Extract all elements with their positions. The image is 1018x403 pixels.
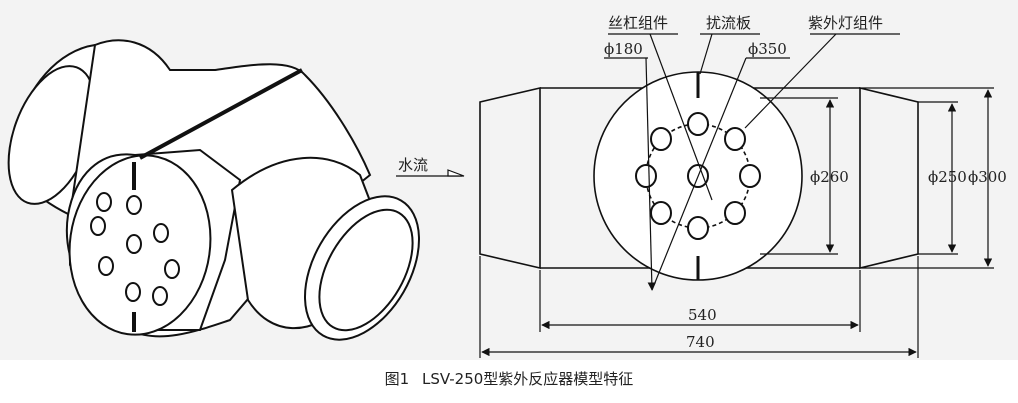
hole-icon: [125, 282, 141, 302]
hole-icon: [724, 201, 746, 225]
label-uv-lamp: 紫外灯组件: [808, 14, 883, 32]
right-cylinder-inner: [318, 208, 414, 332]
dim-label-540: 540: [688, 306, 717, 324]
hole-icon: [126, 195, 142, 215]
dim-label-740: 740: [686, 333, 715, 351]
leader-silk-bar: [649, 33, 713, 201]
hole-icon: [650, 201, 672, 225]
split-line-top: [139, 68, 303, 160]
dim-line-d350: [651, 57, 747, 291]
dim-label-d350: ϕ350: [748, 40, 787, 58]
arrow-right-icon: [447, 169, 465, 177]
lamp-holes-3d: [90, 192, 180, 306]
water-flow-arrow: [396, 169, 465, 177]
reactor-3d-model: [7, 39, 420, 341]
dim-line-d180: [645, 57, 657, 291]
hole-icon: [152, 286, 168, 306]
lamp-holes-section: [635, 112, 761, 240]
caption-title: LSV-250型紫外反应器模型特征: [422, 370, 634, 388]
hole-icon: [687, 216, 709, 240]
horizontal-dimensions: [479, 256, 919, 358]
hole-icon: [650, 127, 672, 151]
leader-lines: [604, 33, 900, 291]
dim-label-d260: ϕ260: [810, 168, 849, 186]
hole-icon: [724, 127, 746, 151]
figure-caption: 图1 LSV-250型紫外反应器模型特征: [0, 368, 1018, 389]
leader-baffle: [699, 33, 713, 75]
leader-uv-lamp: [744, 33, 837, 129]
hole-icon: [96, 192, 112, 212]
hole-icon: [739, 164, 761, 188]
vertical-dimensions: [760, 87, 994, 269]
hole-icon: [687, 112, 709, 136]
reactor-figure: 丝杠组件 扰流板 紫外灯组件 水流 ϕ180 ϕ350 ϕ260 ϕ250 ϕ3…: [7, 14, 1007, 358]
label-baffle: 扰流板: [706, 14, 751, 32]
dim-label-d180: ϕ180: [604, 40, 643, 58]
label-water-flow: 水流: [398, 156, 428, 174]
caption-figure-number: 图1: [384, 370, 410, 388]
hole-icon: [98, 256, 114, 276]
hole-icon: [635, 164, 657, 188]
inlet-cone: [479, 86, 541, 270]
dim-label-d300: ϕ300: [968, 168, 1007, 186]
hole-icon: [90, 216, 106, 236]
hole-icon: [126, 234, 142, 254]
hole-icon: [153, 223, 169, 243]
hole-icon: [164, 259, 180, 279]
outlet-cone: [859, 86, 919, 270]
label-silk-bar: 丝杠组件: [608, 14, 668, 32]
dim-label-d250: ϕ250: [928, 168, 967, 186]
